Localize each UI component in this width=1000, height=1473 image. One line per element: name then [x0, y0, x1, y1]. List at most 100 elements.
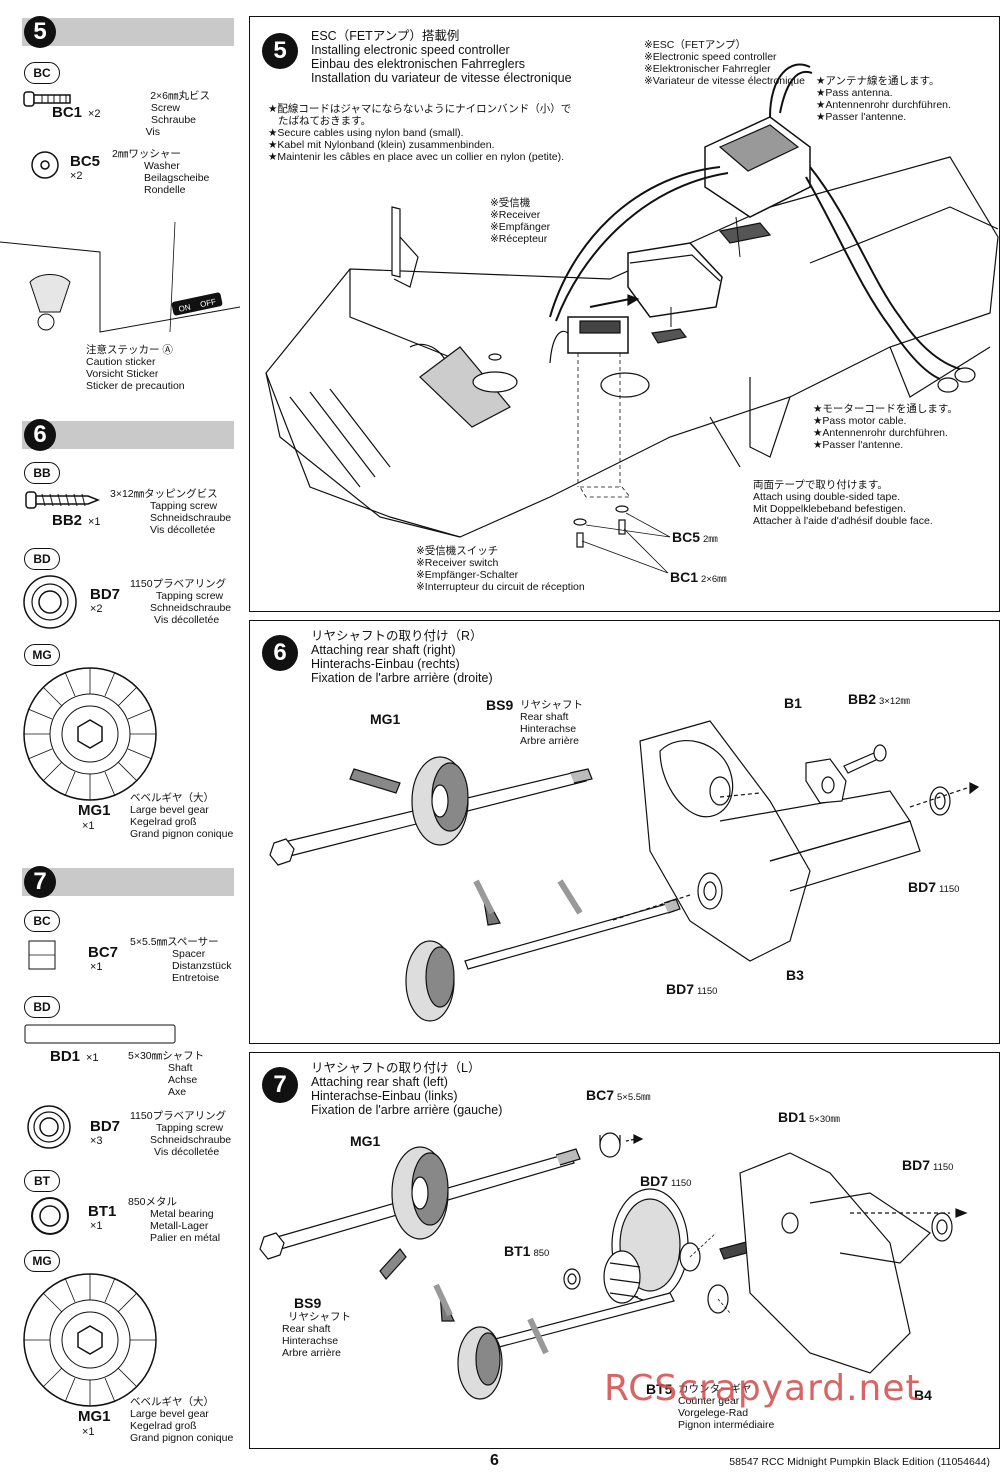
- bag-label: MG: [24, 1250, 60, 1272]
- part-qty: ×1: [82, 820, 95, 832]
- rx-jp: ※受信機: [490, 197, 531, 209]
- sticker-placement-illustration: ON OFF: [0, 221, 241, 333]
- motor-en: ★Pass motor cable.: [813, 415, 907, 427]
- desc-fr: Entretoise: [172, 972, 220, 984]
- part-code-bd7: BD7: [90, 586, 121, 603]
- step7-parts-header: 7: [22, 866, 234, 898]
- sticker-mark: Ⓐ: [162, 344, 173, 356]
- part-qty: ×1: [86, 1052, 99, 1064]
- part-description: 2×6㎜丸ビス Screw Schraube Vis: [100, 90, 210, 138]
- desc-jp: ベベルギヤ（大）: [130, 1396, 214, 1408]
- receiver-label: ※受信機 ※Receiver ※Empfänger ※Récepteur: [490, 197, 550, 245]
- part-code-bd7: BD7: [90, 1118, 121, 1135]
- part-code-bb2: BB2: [52, 512, 83, 529]
- sw-en: ※Receiver switch: [416, 557, 499, 569]
- desc-jp: 3×12㎜タッピングビス: [110, 488, 218, 500]
- step-title: リヤシャフトの取り付け（L） Attaching rear shaft (lef…: [311, 1061, 502, 1117]
- bb2-code: BB2: [848, 691, 877, 707]
- step5-parts-header: 5: [22, 16, 234, 48]
- title-jp: ESC（FETアンプ）搭載例: [311, 29, 460, 43]
- sticker-off-text: OFF: [199, 297, 217, 309]
- title-de: Hinterachs-Einbau (rechts): [311, 657, 460, 671]
- bc1-size: 2×6㎜: [701, 574, 727, 585]
- note-de: ★Kabel mit Nylonband (klein) zusammenbin…: [268, 139, 495, 151]
- bt5-fr: Pignon intermédiaire: [678, 1419, 775, 1431]
- desc-de: Kegelrad groß: [130, 816, 197, 828]
- desc-jp: 1150プラベアリング: [130, 1110, 227, 1122]
- rear-shaft-right-illustration: [269, 720, 980, 1022]
- part-description: 1150プラベアリング Tapping screw Schneidschraub…: [130, 1110, 231, 1158]
- desc-de: Distanzstück: [172, 960, 232, 972]
- rx-en: ※Receiver: [490, 209, 541, 221]
- step5-panel: 5 ESC（FETアンプ）搭載例 Installing electronic s…: [249, 16, 1000, 612]
- tape-de: Mit Doppelklebeband befestigen.: [753, 503, 906, 515]
- desc-en: Metal bearing: [150, 1208, 214, 1220]
- desc-en: Screw: [150, 102, 180, 114]
- desc-de: Kegelrad groß: [130, 1420, 197, 1432]
- chassis-illustration: [265, 63, 999, 574]
- bd7-size: 1150: [697, 986, 718, 997]
- tape-jp: 両面テープで取り付けます。: [753, 479, 888, 491]
- bd7-size: 1150: [671, 1178, 692, 1189]
- part-description: 1150プラベアリング Tapping screw Schneidschraub…: [130, 578, 231, 626]
- title-jp: リヤシャフトの取り付け（R）: [311, 629, 483, 643]
- desc-jp: 1150プラベアリング: [130, 578, 227, 590]
- desc-de: Schneidschraube: [150, 602, 232, 614]
- bs9-jp: リヤシャフト: [288, 1311, 351, 1323]
- bs9-description: リヤシャフト Rear shaft Hinterachse Arbre arri…: [520, 699, 583, 747]
- rx-fr: ※Récepteur: [490, 233, 548, 245]
- esc-fr: ※Variateur de vitesse électronique: [644, 75, 805, 87]
- b3-callout: B3: [786, 967, 804, 983]
- esc-de: ※Elektronischer Fahrregler: [644, 63, 771, 75]
- step-number: 6: [262, 635, 298, 671]
- part-qty: ×1: [90, 1220, 103, 1232]
- desc-fr: Rondelle: [144, 184, 186, 196]
- bt5-callout: BT5: [646, 1381, 673, 1397]
- title-de: Hinterachse-Einbau (links): [311, 1089, 458, 1103]
- part-code-mg1: MG1: [78, 1408, 111, 1425]
- bb2-size: 3×12㎜: [879, 696, 910, 707]
- part-qty: ×1: [90, 961, 103, 973]
- esc-jp: ※ESC（FETアンプ）: [644, 39, 746, 51]
- desc-fr: Grand pignon conique: [130, 1432, 234, 1444]
- bc7-code: BC7: [586, 1087, 615, 1103]
- note-fr: ★Maintenir les câbles en place avec un c…: [268, 151, 564, 163]
- bt1-code: BT1: [504, 1243, 531, 1259]
- part-qty: ×1: [88, 516, 101, 528]
- receiver-switch-label: ※受信機スイッチ ※Receiver switch ※Empfänger-Sch…: [416, 545, 585, 593]
- bd7-code: BD7: [908, 879, 937, 895]
- bt5-description: カウンターギヤ Counter gear Vorgelege-Rad Pigno…: [678, 1383, 774, 1431]
- step-number: 7: [262, 1067, 298, 1103]
- step6-panel: 6 リヤシャフトの取り付け（R） Attaching rear shaft (r…: [249, 620, 1000, 1044]
- mg1-callout: MG1: [370, 711, 401, 727]
- desc-fr: Vis: [145, 126, 160, 138]
- bd1-code: BD1: [778, 1109, 807, 1125]
- title-jp: リヤシャフトの取り付け（L）: [311, 1061, 481, 1075]
- b4-callout: B4: [914, 1387, 932, 1403]
- bc5-code: BC5: [672, 529, 701, 545]
- sw-jp: ※受信機スイッチ: [416, 545, 499, 557]
- desc-fr: Sticker de precaution: [86, 380, 185, 392]
- step-number: 7: [24, 866, 56, 898]
- part-description: 850メタル Metal bearing Metall-Lager Palier…: [128, 1196, 220, 1244]
- part-qty: ×1: [82, 1426, 95, 1438]
- bt1-size: 850: [533, 1248, 550, 1259]
- bs9-en: Rear shaft: [520, 711, 569, 723]
- bd1-size: 5×30㎜: [809, 1114, 840, 1125]
- bs9-de: Hinterachse: [520, 723, 577, 735]
- desc-en: Tapping screw: [150, 500, 218, 512]
- tape-en: Attach using double-sided tape.: [753, 491, 901, 503]
- bt5-de: Vorgelege-Rad: [678, 1407, 749, 1419]
- desc-fr: Vis décolletée: [154, 1146, 220, 1158]
- bs9-fr: Arbre arrière: [520, 735, 579, 747]
- bd7-size: 1150: [939, 884, 960, 895]
- bag-label: BD: [24, 996, 60, 1018]
- step-number: 5: [262, 33, 298, 69]
- title-fr: Installation du variateur de vitesse éle…: [311, 71, 572, 85]
- part-code-mg1: MG1: [78, 802, 111, 819]
